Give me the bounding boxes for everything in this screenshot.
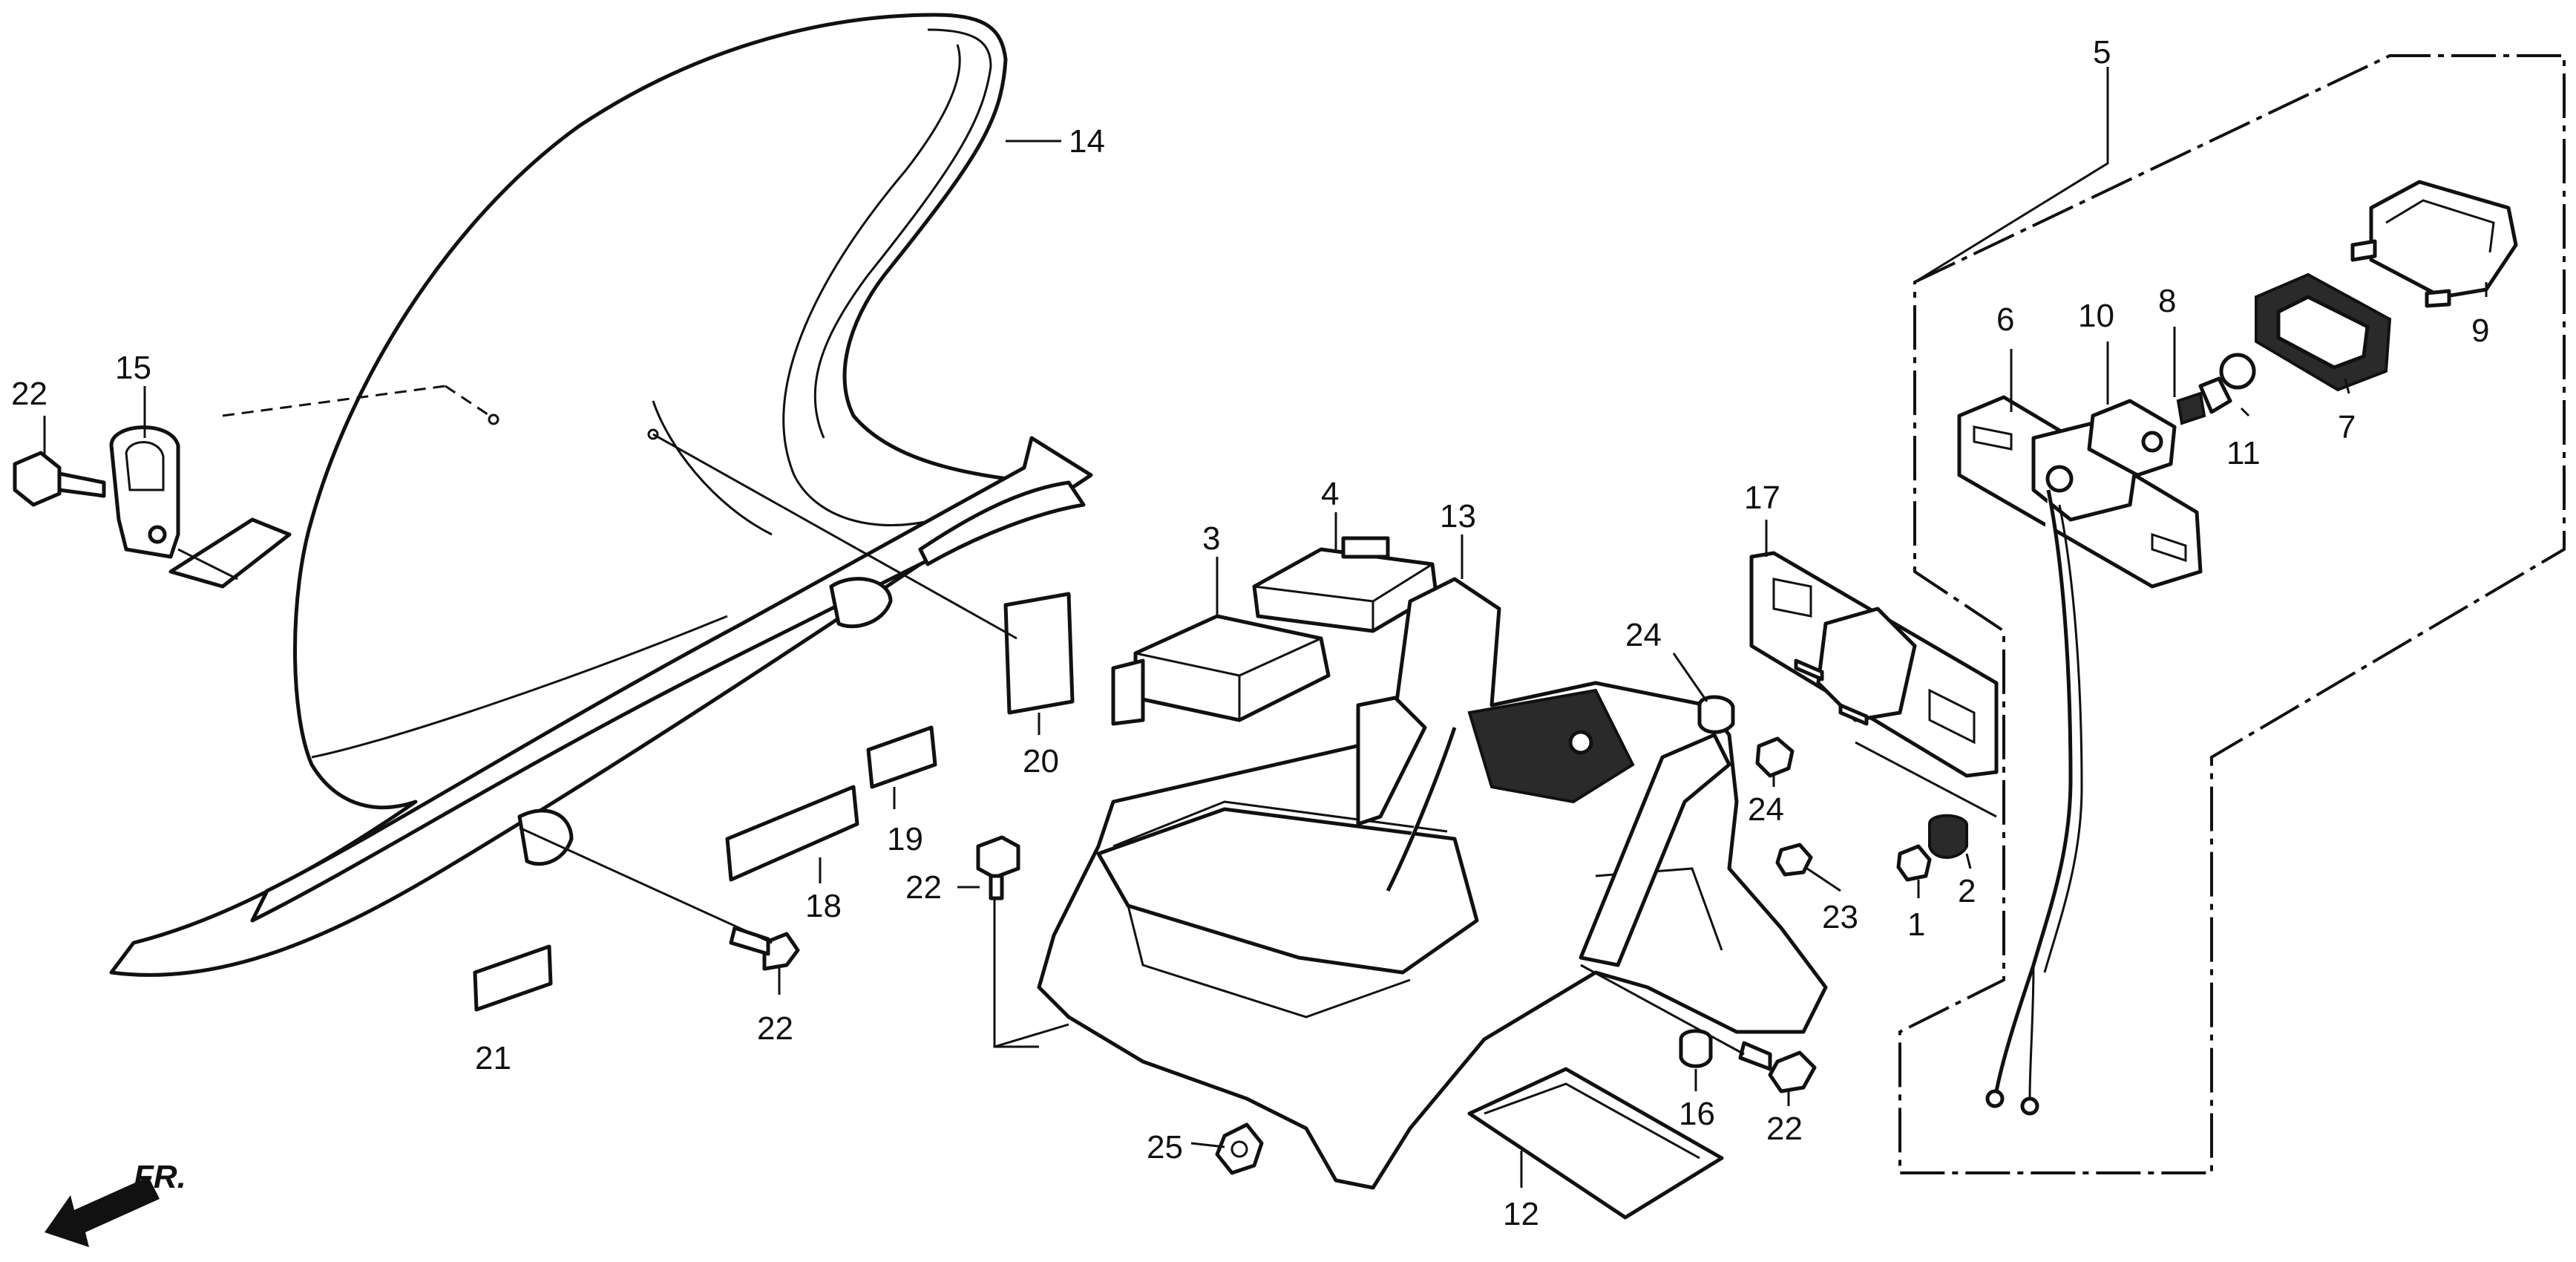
- callout-21: 21: [475, 1040, 511, 1076]
- leader-lines: [43, 67, 2488, 1188]
- bolt-22-right: [1738, 1041, 1817, 1093]
- callout-22-left: 22: [11, 376, 47, 412]
- sticker-12: [1467, 1067, 1724, 1220]
- lens-9: [2350, 180, 2518, 308]
- bolt-22-lower-mid: [729, 926, 800, 971]
- callout-14: 14: [1069, 123, 1105, 160]
- callout-10: 10: [2078, 298, 2114, 334]
- callout-9: 9: [2471, 313, 2489, 349]
- callout-20: 20: [1023, 743, 1059, 779]
- collar-1: [1896, 844, 1932, 882]
- nut-23: [1775, 843, 1813, 877]
- callout-7: 7: [2338, 409, 2356, 445]
- callout-24-lower: 24: [1748, 791, 1784, 828]
- callout-4: 4: [1321, 476, 1339, 512]
- sticker-18: [725, 785, 859, 882]
- clip-15: [109, 425, 180, 559]
- callout-15: 15: [115, 350, 151, 386]
- sticker-20: [1003, 592, 1075, 715]
- license-stay-arms: [1356, 696, 1731, 967]
- nut-25: [1215, 1122, 1264, 1175]
- bolt-22-left: [13, 451, 106, 507]
- bolt-22-center: [976, 835, 1020, 900]
- callout-22-lower-mid: 22: [757, 1010, 793, 1047]
- callout-8: 8: [2158, 283, 2176, 319]
- nut-24-upper: [1697, 695, 1735, 734]
- callout-13: 13: [1440, 498, 1476, 534]
- callout-6: 6: [1996, 301, 2014, 338]
- sticker-19: [866, 725, 937, 789]
- grommet-16: [1679, 1029, 1713, 1068]
- fender-lower-strip: [168, 436, 1093, 923]
- front-direction-label: FR.: [134, 1159, 186, 1195]
- wire-harness: [1985, 489, 2083, 1116]
- license-light-frame: [1898, 54, 2566, 1174]
- bulb-11: [2198, 353, 2256, 414]
- callout-22-center: 22: [905, 869, 942, 906]
- socket-10: [2087, 399, 2177, 477]
- callout-5: 5: [2093, 34, 2111, 71]
- part-4-module: [1252, 536, 1438, 633]
- callout-18: 18: [805, 888, 842, 924]
- callout-19: 19: [887, 821, 923, 857]
- callout-12: 12: [1503, 1196, 1539, 1232]
- callout-1: 1: [1907, 906, 1925, 943]
- part-3-relay: [1111, 614, 1331, 726]
- callout-24-upper: 24: [1625, 617, 1662, 653]
- callout-11: 11: [2226, 435, 2261, 471]
- callout-22-right: 22: [1766, 1111, 1803, 1147]
- inner-fender-13: [1037, 577, 1828, 1190]
- sticker-21: [473, 944, 553, 1012]
- spring-8: [2176, 391, 2206, 425]
- license-bracket-17: [1749, 551, 1999, 778]
- assembly-guides: [222, 385, 659, 440]
- callout-16: 16: [1679, 1096, 1715, 1132]
- callout-25: 25: [1147, 1129, 1183, 1165]
- rear-fender: [109, 13, 1041, 977]
- gasket-7: [2255, 272, 2392, 392]
- callout-3: 3: [1202, 520, 1220, 557]
- callout-2: 2: [1958, 873, 1976, 909]
- grommet-2: [1928, 814, 1968, 859]
- nut-24-lower: [1755, 736, 1795, 778]
- callout-17: 17: [1744, 480, 1780, 516]
- front-arrow-icon: [45, 1177, 160, 1247]
- callout-23: 23: [1822, 899, 1858, 935]
